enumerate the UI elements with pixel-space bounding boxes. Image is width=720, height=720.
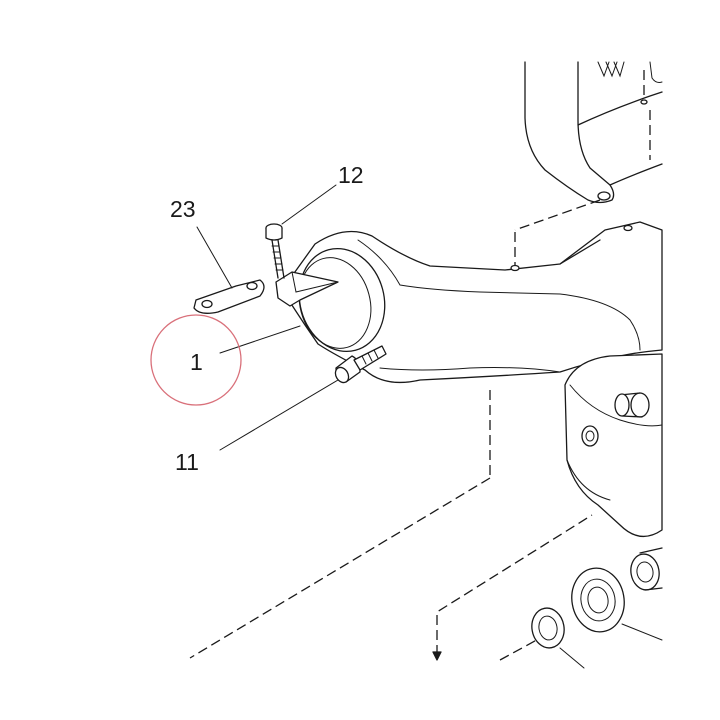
clamp-plate-part-23 xyxy=(193,279,265,314)
hub-housing xyxy=(564,353,663,537)
callout-12: 12 xyxy=(338,162,364,188)
callout-1: 1 xyxy=(190,349,203,375)
callout-23: 23 xyxy=(170,196,196,222)
bolt-part-11 xyxy=(334,345,387,384)
bearing-stack xyxy=(432,547,663,669)
swing-arm xyxy=(275,221,663,384)
screw-part-12 xyxy=(265,223,285,279)
highlight-circle xyxy=(150,314,242,406)
upper-housing xyxy=(524,61,663,204)
leader-lines xyxy=(196,184,339,451)
callout-11: 11 xyxy=(175,449,199,475)
